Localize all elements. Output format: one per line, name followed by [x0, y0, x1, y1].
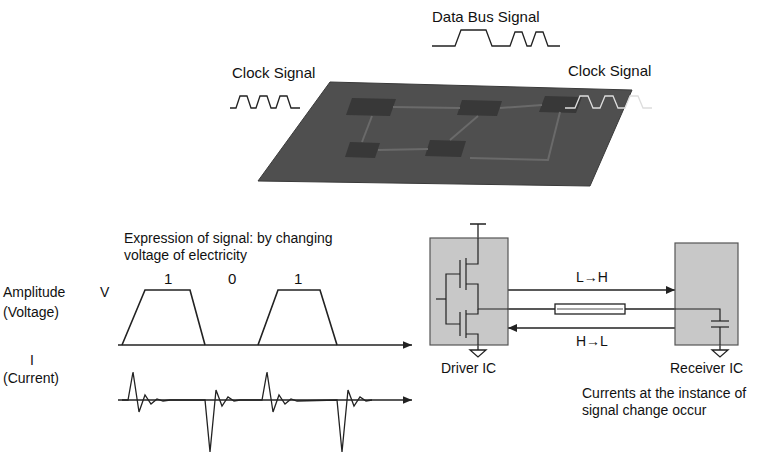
current-arrow [508, 289, 675, 290]
axis-label: I [30, 352, 34, 369]
signal-label: Data Bus Signal [432, 8, 540, 25]
board-traces [362, 105, 560, 160]
signal-waveforms [230, 30, 652, 108]
axis-label: V [100, 284, 109, 301]
current-arrow [508, 327, 675, 328]
bit-value: 1 [294, 270, 302, 287]
axis-label: (Voltage) [3, 304, 59, 321]
signal-label: Clock Signal [232, 64, 315, 81]
pcb-board [258, 82, 632, 186]
edge-label: L→H [574, 269, 610, 285]
bit-value: 0 [228, 270, 236, 287]
board-chips [345, 96, 582, 158]
ic-outline [430, 238, 508, 345]
ic-label: Receiver IC [670, 360, 743, 377]
receiver-ic-box: Receiver IC [675, 243, 738, 345]
axis-label: (Current) [3, 370, 59, 387]
bit-value: 1 [164, 270, 172, 287]
axis-label: Amplitude [3, 284, 65, 301]
driver-ic-box: Driver IC [430, 238, 508, 345]
signal-label: Clock Signal [568, 62, 651, 79]
plot-title: Expression of signal: by changing voltag… [124, 230, 364, 264]
waveform-plot [118, 290, 412, 452]
ic-outline [675, 243, 738, 345]
note-text: Currents at the instance of signal chang… [582, 385, 772, 419]
ground-area [540, 262, 670, 352]
edge-label: H→L [574, 333, 610, 349]
ic-label: Driver IC [441, 360, 496, 377]
